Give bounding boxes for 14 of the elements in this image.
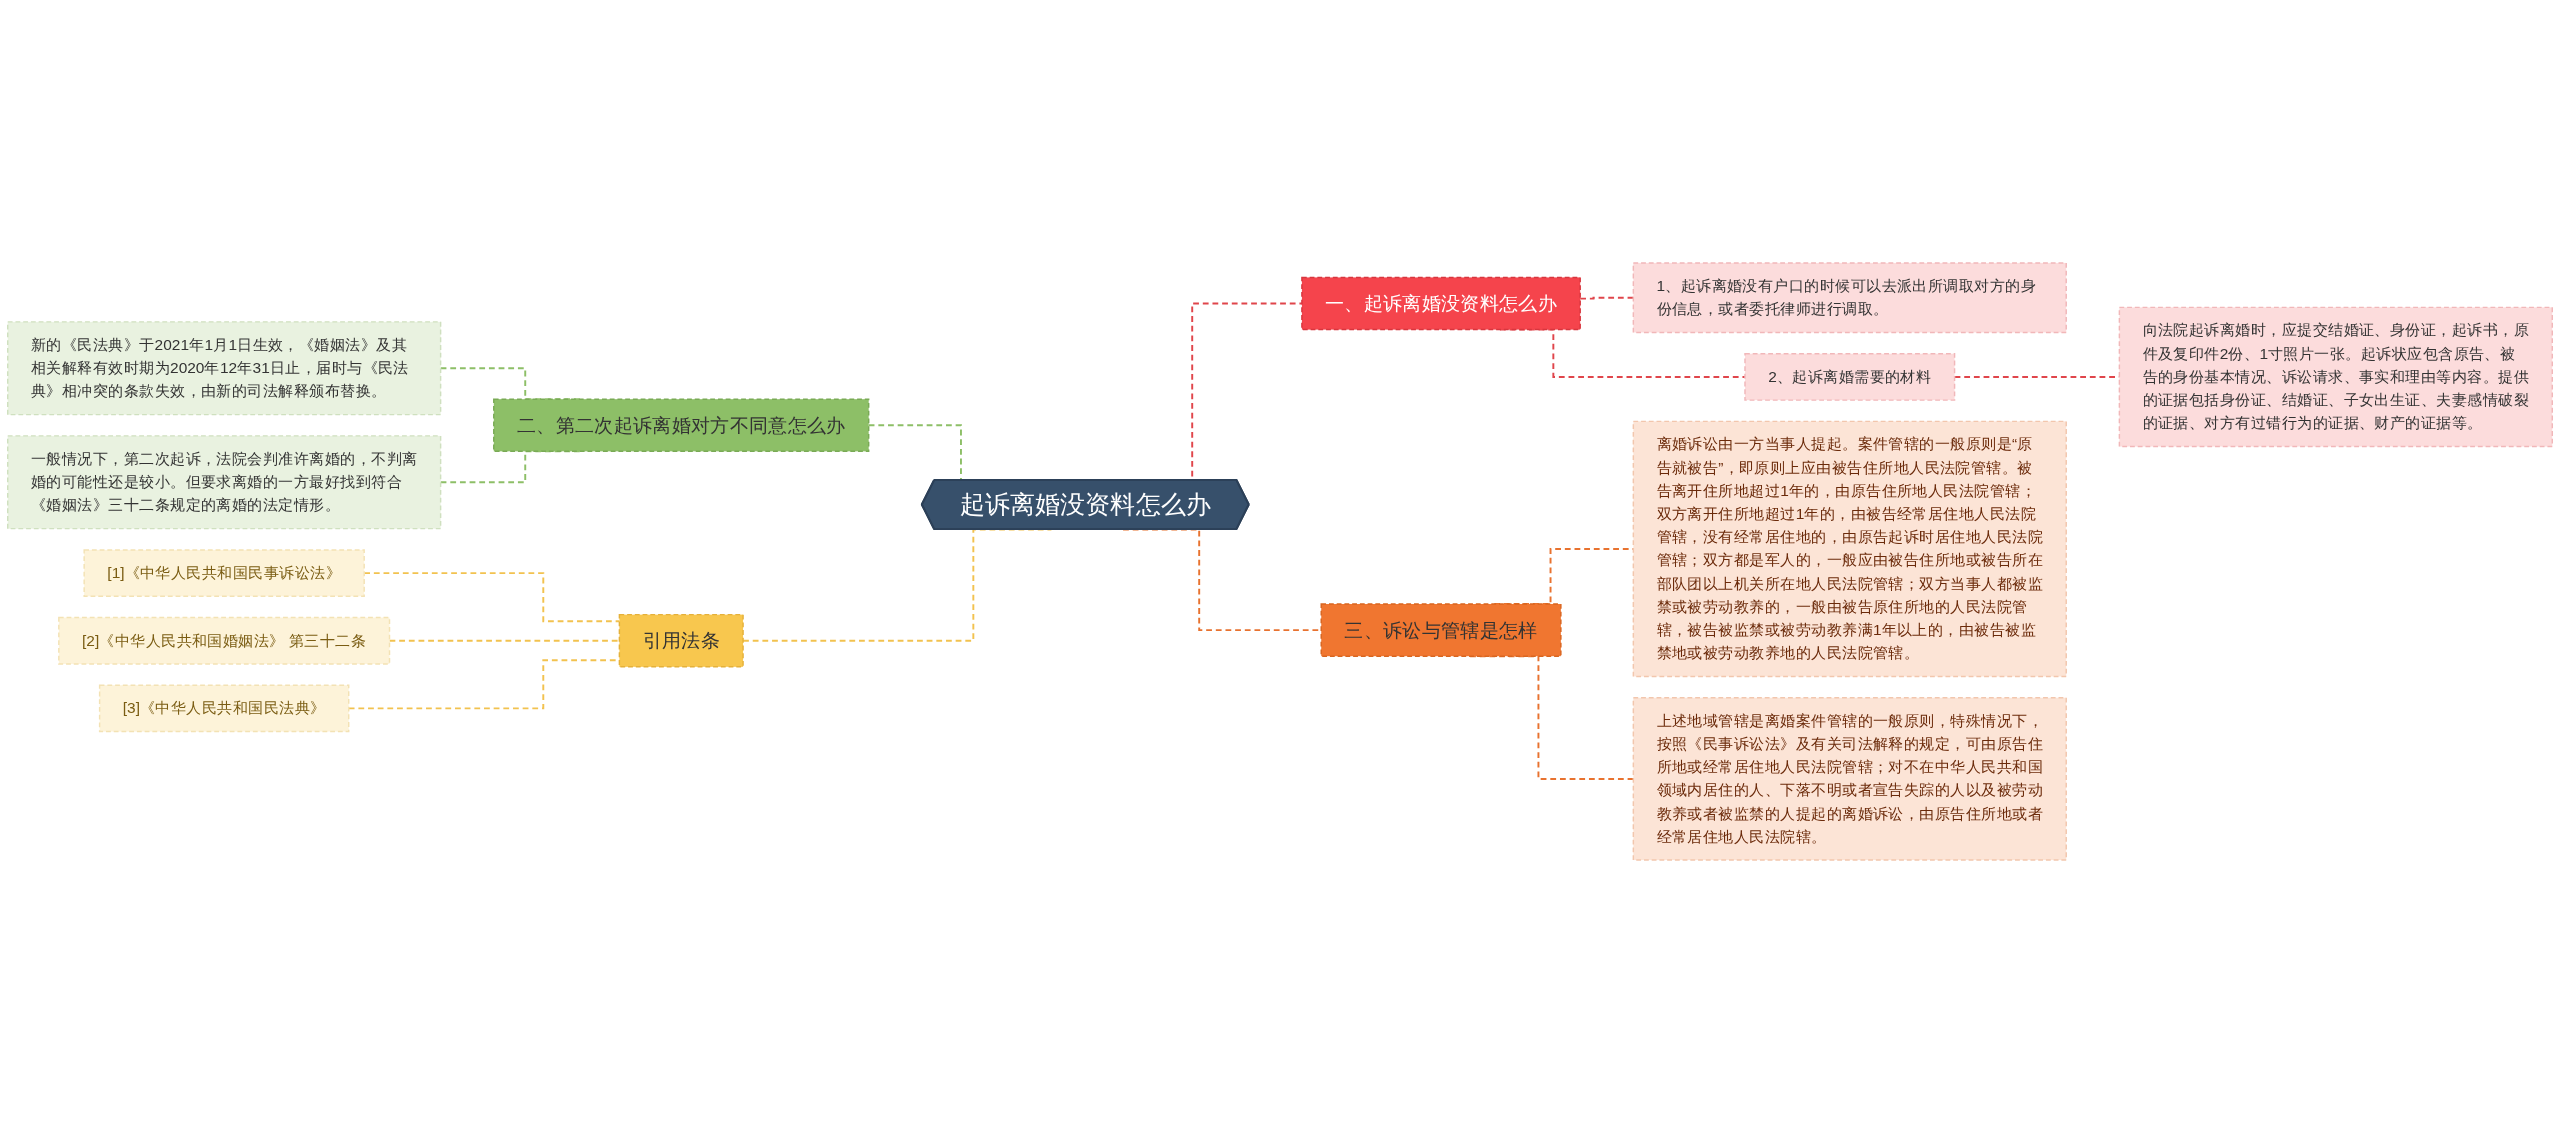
node-box: [1]《中华人民共和国民事诉讼法》 [83, 549, 365, 597]
node-box: 1、起诉离婚没有户口的时候可以去派出所调取对方的身份信息，或者委托律师进行调取。 [1632, 262, 2067, 334]
node-box: 上述地域管辖是离婚案件管辖的一般原则，特殊情况下，按照《民事诉讼法》及有关司法解释的规定，可由原告住所地或经常居住地人民法院管辖；对不在中华人民共和国领域内居住的人、下落不明或者宣告失踪的人以及被劳动教养或者被监禁的人提起的离婚诉讼，由原告住所地或者经常居住地人民法院辖。 [1632, 697, 2067, 861]
node-box: 新的《民法典》于2021年1月1日生效，《婚姻法》及其相关解释有效时期为2020年12年31日止，届时与《民法典》相冲突的条款失效，由新的司法解释颁布替换。 [7, 321, 442, 416]
node-box: [3]《中华人民共和国民法典》 [98, 684, 350, 733]
node-box: 一、起诉离婚没资料怎么办 [1301, 276, 1581, 331]
node-box: [2]《中华人民共和国婚姻法》 第三十二条 [58, 616, 391, 665]
node-box: 一般情况下，第二次起诉，法院会判准许离婚的，不判离婚的可能性还是较小。但要求离婚的一方最好找到符合《婚姻法》三十二条规定的离婚的法定情形。 [7, 435, 442, 530]
node-box: 离婚诉讼由一方当事人提起。案件管辖的一般原则是“原告就被告”，即原则上应由被告住所地人民法院管辖。被告离开住所地超过1年的，由原告住所地人民法院管辖；双方离开住所地超过1年的，由被告经常居住地人民法院管辖，没有经常居住地的，由原告起诉时居住地人民法院管辖；双方都是军人的，一般应由被告住所地或被告所在部队团以上机关所在地人民法院管辖；双方当事人都被监禁或被劳动教养的，一般由被告原住所地的人民法院管辖，被告被监禁或被劳动教养满1年以上的，由被告被监禁地或被劳动教养地的人民法院管辖。 [1632, 420, 2067, 678]
node-box: 2、起诉离婚需要的材料 [1744, 353, 1956, 401]
node-box: 二、第二次起诉离婚对方不同意怎么办 [493, 398, 870, 453]
node-box: 三、诉讼与管辖是怎样 [1320, 603, 1562, 657]
node-box: 向法院起诉离婚时，应提交结婚证、身份证，起诉书，原件及复印件2份、1寸照片一张。起诉状应包含原告、被告的身份基本情况、诉讼请求、事实和理由等内容。提供的证据包括身份证、结婚证、子女出生证、夫妻感情破裂的证据、对方有过错行为的证据、财产的证据等。 [2118, 306, 2553, 448]
node-box: 引用法条 [618, 613, 744, 668]
